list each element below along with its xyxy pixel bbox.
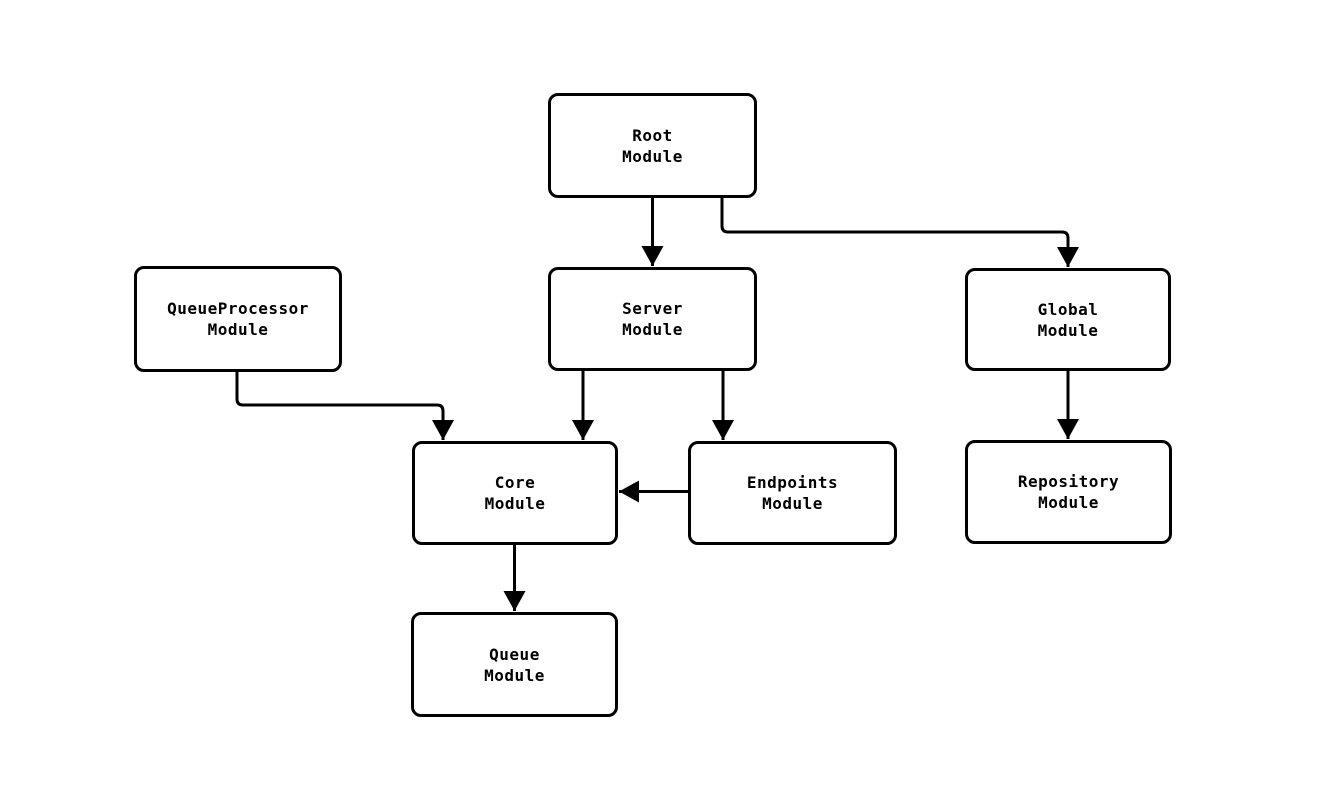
node-label-line1: Global <box>1037 299 1099 319</box>
node-server-module: Server Module <box>548 267 757 371</box>
node-label-line1: Root <box>632 125 673 145</box>
node-root-module: Root Module <box>548 93 757 198</box>
edge-queueprocessor-to-core-arrow <box>235 372 454 440</box>
node-label-line2: Module <box>622 146 683 166</box>
node-label-line2: Module <box>622 320 683 339</box>
node-label-line2: Module <box>762 494 823 513</box>
node-label-line1: Queue <box>489 644 540 664</box>
node-label-line1: Endpoints <box>746 473 839 492</box>
node-queue-module: Queue Module <box>411 612 618 717</box>
node-repository-module: Repository Module <box>965 440 1172 544</box>
node-label-line2: Module <box>484 494 546 513</box>
node-label-line2: Module <box>1037 320 1099 340</box>
node-label-line1: Core <box>494 473 536 492</box>
node-label-line2: Module <box>1038 493 1099 512</box>
node-label-line2: Module <box>207 320 269 339</box>
node-queueprocessor-module: QueueProcessor Module <box>134 266 342 372</box>
node-label-line1: Repository <box>1017 472 1120 491</box>
node-label-line1: QueueProcessor <box>167 299 309 318</box>
node-endpoints-module: Endpoints Module <box>688 441 897 545</box>
node-label-line1: Server <box>622 299 683 318</box>
node-global-module: Global Module <box>965 268 1171 371</box>
node-core-module: Core Module <box>412 441 618 545</box>
edge-root-to-global-arrow <box>720 198 1079 267</box>
node-label-line2: Module <box>484 665 545 685</box>
